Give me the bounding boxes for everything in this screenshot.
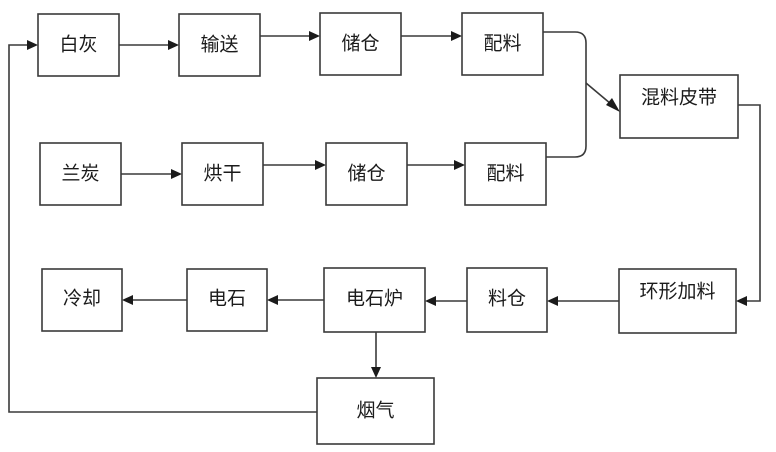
edge-peiliao2-merge-rail <box>546 100 587 158</box>
node-peiliao-lower[interactable]: 配料 <box>464 142 547 206</box>
node-label-hunliaopidai: 混料皮带 <box>641 86 717 108</box>
arrowhead-into-yanqi <box>371 367 381 378</box>
node-label-yanqi: 烟气 <box>356 399 394 421</box>
node-dianshilu[interactable]: 电石炉 <box>323 267 426 333</box>
node-label-baihui: 白灰 <box>59 33 97 55</box>
arrowhead-into-shusong <box>168 40 179 50</box>
arrowhead-into-dianshi <box>267 295 278 305</box>
node-layer: 白灰 输送 储仓 配料 混料皮带 兰炭 <box>37 12 739 445</box>
node-label-chucang-upper: 储仓 <box>341 32 379 54</box>
arrowhead-into-peiliao2 <box>454 160 465 170</box>
node-label-lengque: 冷却 <box>63 287 101 309</box>
node-lantan[interactable]: 兰炭 <box>39 142 122 206</box>
arrowhead-into-chucang2 <box>315 160 326 170</box>
node-honggan[interactable]: 烘干 <box>181 142 264 206</box>
node-yanqi[interactable]: 烟气 <box>316 377 435 445</box>
arrowhead-into-baihui <box>27 40 38 50</box>
arrowhead-into-liaocang <box>547 296 558 306</box>
edge-hunliaopidai-to-huanxingjialiao <box>738 104 761 302</box>
edge-peiliao1-merge-rail <box>543 31 587 100</box>
node-liaocang[interactable]: 料仓 <box>466 267 548 333</box>
edge-yanqi-to-baihui <box>8 44 317 413</box>
node-shusong[interactable]: 输送 <box>178 13 261 77</box>
node-huanxingjialiao[interactable]: 环形加料 <box>618 268 737 334</box>
node-label-lantan: 兰炭 <box>61 162 99 184</box>
node-label-shusong: 输送 <box>200 33 238 55</box>
arrowhead-into-honggan <box>171 169 182 179</box>
arrowhead-into-lengque <box>122 295 133 305</box>
node-label-liaocang: 料仓 <box>488 287 526 309</box>
arrowhead-into-dianshilu <box>425 296 436 306</box>
arrowhead-into-hunliaopidai <box>606 98 620 112</box>
edge-merge-to-hunliaopidai <box>585 82 612 105</box>
node-chucang-upper[interactable]: 储仓 <box>319 12 402 76</box>
node-hunliaopidai[interactable]: 混料皮带 <box>619 74 739 139</box>
edge-layer <box>8 31 761 413</box>
node-lengque[interactable]: 冷却 <box>41 268 123 332</box>
arrowhead-into-huanxingjialiao <box>736 296 747 306</box>
node-label-huanxingjialiao: 环形加料 <box>639 280 715 302</box>
node-label-honggan: 烘干 <box>203 162 241 184</box>
node-dianshi[interactable]: 电石 <box>186 268 268 332</box>
node-chucang-lower[interactable]: 储仓 <box>325 142 408 206</box>
node-peiliao-upper[interactable]: 配料 <box>461 12 544 76</box>
node-label-dianshi: 电石 <box>208 287 246 309</box>
arrowhead-into-peiliao1 <box>451 31 462 41</box>
arrowhead-into-chucang1 <box>309 31 320 41</box>
node-label-peiliao-upper: 配料 <box>483 32 521 54</box>
node-label-peiliao-lower: 配料 <box>486 162 524 184</box>
node-label-dianshilu: 电石炉 <box>346 287 403 309</box>
node-label-chucang-lower: 储仓 <box>347 162 385 184</box>
node-baihui[interactable]: 白灰 <box>37 13 120 77</box>
